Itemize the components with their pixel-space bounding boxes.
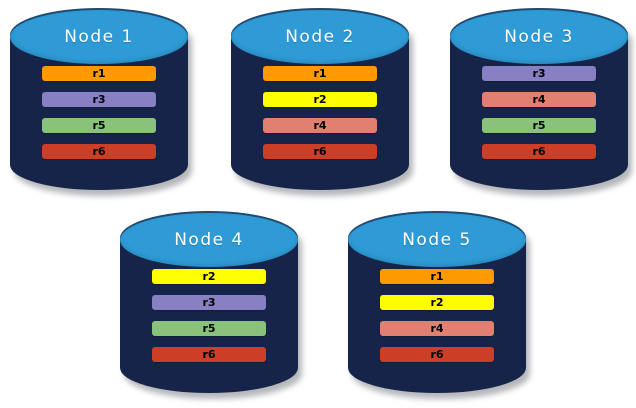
replica-stack: r1 r2 r4 r6 bbox=[348, 269, 526, 362]
replica-bar[interactable]: r5 bbox=[482, 118, 596, 133]
cylinder-top-disc bbox=[231, 10, 409, 64]
replica-bar[interactable]: r2 bbox=[263, 92, 377, 107]
replica-bar[interactable]: r6 bbox=[380, 347, 494, 362]
replica-bar[interactable]: r5 bbox=[152, 321, 266, 336]
replica-bar[interactable]: r1 bbox=[380, 269, 494, 284]
cylinder-top-disc bbox=[10, 10, 188, 64]
replica-bar[interactable]: r4 bbox=[380, 321, 494, 336]
replica-bar[interactable]: r2 bbox=[152, 269, 266, 284]
replica-bar[interactable]: r3 bbox=[42, 92, 156, 107]
replica-stack: r1 r3 r5 r6 bbox=[10, 66, 188, 159]
cylinder-top-disc bbox=[348, 213, 526, 267]
replica-bar[interactable]: r3 bbox=[152, 295, 266, 310]
replica-bar[interactable]: r6 bbox=[42, 144, 156, 159]
replica-bar[interactable]: r6 bbox=[482, 144, 596, 159]
replica-bar[interactable]: r6 bbox=[152, 347, 266, 362]
replica-stack: r1 r2 r4 r6 bbox=[231, 66, 409, 159]
replica-bar[interactable]: r1 bbox=[263, 66, 377, 81]
cylinder-top-disc bbox=[450, 10, 628, 64]
replica-stack: r3 r4 r5 r6 bbox=[450, 66, 628, 159]
replica-bar[interactable]: r6 bbox=[263, 144, 377, 159]
replica-bar[interactable]: r1 bbox=[42, 66, 156, 81]
replica-bar[interactable]: r3 bbox=[482, 66, 596, 81]
replica-bar[interactable]: r2 bbox=[380, 295, 494, 310]
replica-stack: r2 r3 r5 r6 bbox=[120, 269, 298, 362]
replica-bar[interactable]: r5 bbox=[42, 118, 156, 133]
replica-bar[interactable]: r4 bbox=[482, 92, 596, 107]
replica-bar[interactable]: r4 bbox=[263, 118, 377, 133]
cylinder-top-disc bbox=[120, 213, 298, 267]
